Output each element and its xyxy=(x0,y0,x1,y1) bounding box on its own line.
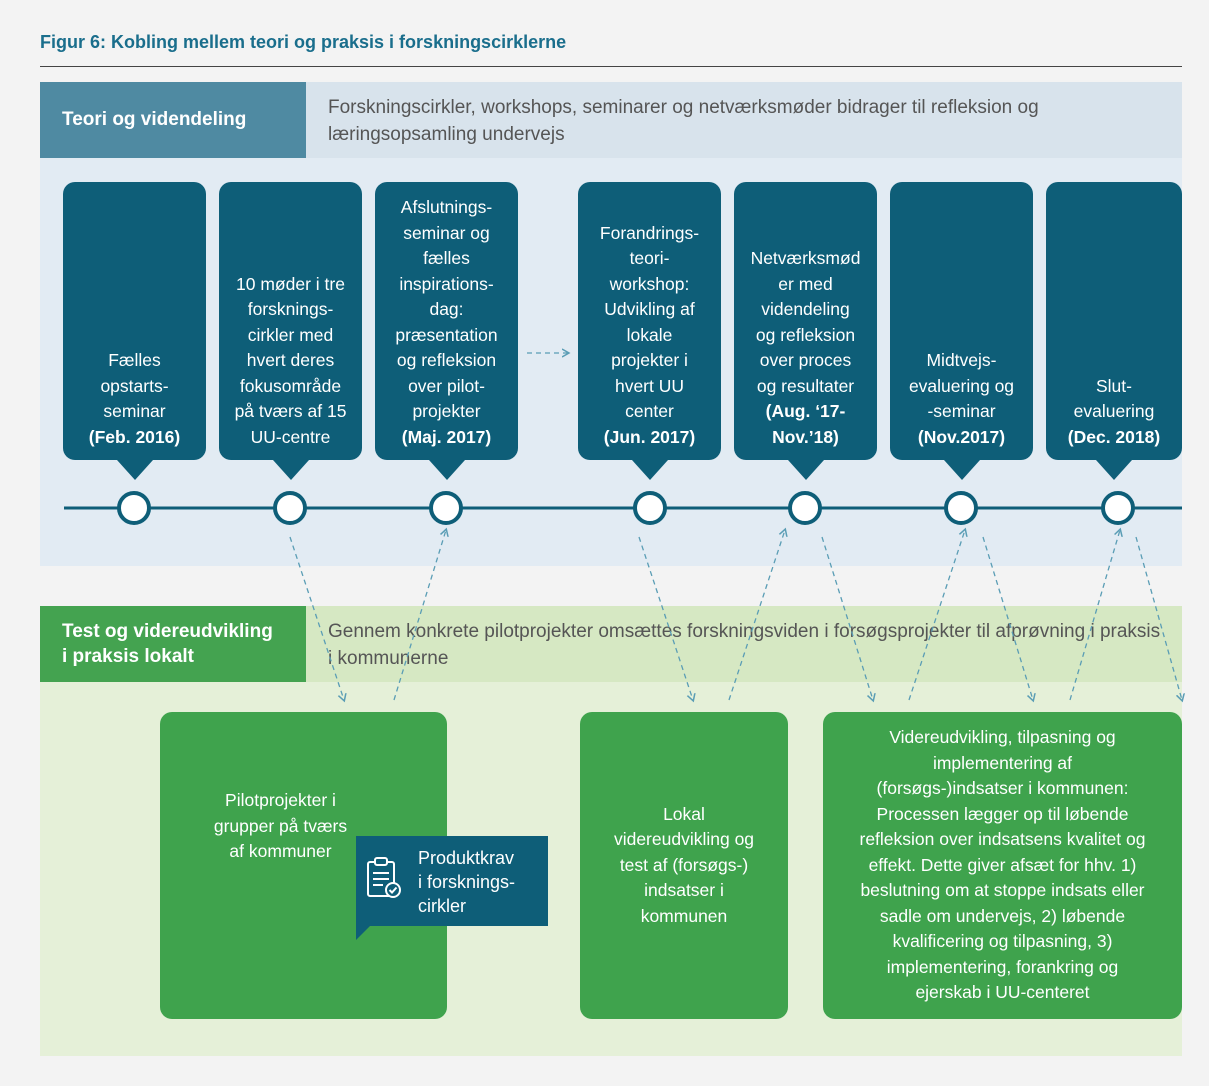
arrow-implementation-to-final xyxy=(1069,530,1120,701)
practice-box-pilot-text: Pilotprojekter i grupper på tværs af kom… xyxy=(213,790,348,861)
theory-section-label: Teori og videndeling xyxy=(40,82,306,158)
arrow-local-to-network xyxy=(728,530,785,701)
timeline-card-text: Forandrings- teori- workshop: Udvikling … xyxy=(599,222,700,422)
theory-label-text: Teori og videndeling xyxy=(62,109,247,130)
practice-box-local-text: Lokal videreudvikling og test af (forsøg… xyxy=(613,803,755,926)
timeline-card-pointer xyxy=(116,460,153,480)
timeline-card-date: (Jun. 2017) xyxy=(603,426,696,447)
arrow-workshop-to-local xyxy=(638,536,693,700)
timeline-node-network-meetings xyxy=(788,491,822,525)
practice-box-local: Lokal videreudvikling og test af (forsøg… xyxy=(580,712,788,1019)
timeline-card-final-evaluation: Slut- evaluering (Dec. 2018) xyxy=(1046,182,1182,480)
practice-box-implementation: Videreudvikling, tilpasning og implement… xyxy=(823,712,1182,1019)
arrow-pilot-to-closing xyxy=(393,530,446,701)
timeline-card-pointer xyxy=(631,460,668,480)
timeline-card-pointer xyxy=(428,460,465,480)
timeline-card-text: Slut- evaluering xyxy=(1073,375,1155,422)
timeline-node-closing-seminar xyxy=(429,491,463,525)
timeline-card-date: (Dec. 2018) xyxy=(1067,426,1161,447)
timeline-card-date: (Nov.2017) xyxy=(917,426,1006,447)
timeline-card-text: 10 møder i tre forsknings- cirkler med h… xyxy=(234,273,347,447)
practice-section-description: Gennem konkrete pilotprojekter omsættes … xyxy=(328,621,1161,669)
timeline-node-kickoff-seminar xyxy=(117,491,151,525)
timeline-node-change-theory-workshop xyxy=(633,491,667,525)
timeline-node-research-circle-meetings xyxy=(273,491,307,525)
timeline-card-kickoff-seminar: Fælles opstarts- seminar (Feb. 2016) xyxy=(63,182,206,480)
timeline-node-midterm-evaluation xyxy=(944,491,978,525)
timeline-card-text: Midtvejs- evaluering og -seminar xyxy=(908,350,1015,421)
practice-label-text: Test og videreudvikling i praksis lokalt xyxy=(62,621,273,667)
arrow-midterm-to-implementation xyxy=(982,536,1033,700)
arrow-implementation-to-midterm xyxy=(908,530,965,701)
title-divider xyxy=(40,66,1182,67)
figure-title: Figur 6: Kobling mellem teori og praksis… xyxy=(40,32,567,52)
timeline-card-text: Netværksmød er med videndeling og reflek… xyxy=(750,248,861,396)
badge-text: Produktkrav i forsknings- cirkler xyxy=(418,848,516,916)
timeline-card-text: Fælles opstarts- seminar xyxy=(100,350,169,421)
badge-tail xyxy=(356,926,370,940)
arrow-final-to-implementation xyxy=(1135,536,1182,700)
checklist-icon xyxy=(367,857,401,898)
timeline-card-pointer xyxy=(787,460,824,480)
timeline-card-closing-seminar: Afslutnings- seminar og fælles inspirati… xyxy=(375,182,518,480)
timeline-card-pointer xyxy=(1096,460,1132,480)
timeline-card-date: (Aug. ‘17- Nov.’18) xyxy=(765,401,846,447)
timeline-card-midterm-evaluation: Midtvejs- evaluering og -seminar (Nov.201… xyxy=(890,182,1033,480)
timeline-card-network-meetings: Netværksmød er med videndeling og reflek… xyxy=(734,182,877,480)
practice-box-implementation-text: Videreudvikling, tilpasning og implement… xyxy=(859,727,1146,1003)
timeline-card-date: (Feb. 2016) xyxy=(88,426,181,447)
product-requirements-badge: Produktkrav i forsknings- cirkler xyxy=(356,836,548,940)
theory-section-description: Forskningscirkler, workshops, seminarer … xyxy=(328,97,1039,145)
timeline-card-date: (Maj. 2017) xyxy=(401,426,492,447)
timeline-card-change-theory-workshop: Forandrings- teori- workshop: Udvikling … xyxy=(578,182,721,480)
timeline-card-text: Afslutnings- seminar og fælles inspirati… xyxy=(395,197,498,421)
timeline-node-final-evaluation xyxy=(1101,491,1135,525)
arrow-meetings-to-pilot xyxy=(289,536,344,700)
arrow-network-to-implementation xyxy=(821,536,873,700)
timeline-card-pointer xyxy=(272,460,309,480)
timeline-card-pointer xyxy=(943,460,980,480)
practice-section-label: Test og videreudvikling i praksis lokalt xyxy=(40,606,306,682)
timeline-card-research-circle-meetings: 10 møder i tre forsknings- cirkler med h… xyxy=(219,182,362,480)
